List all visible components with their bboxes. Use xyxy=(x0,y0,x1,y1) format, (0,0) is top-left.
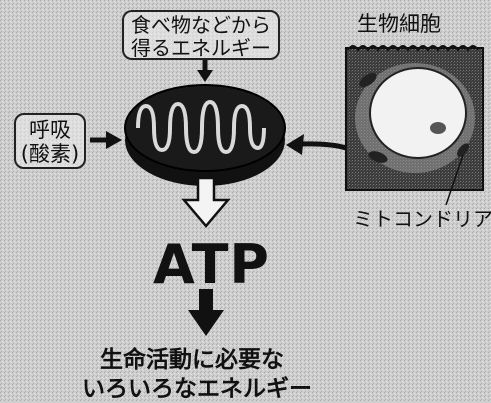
food-energy-line1: 食べ物などから xyxy=(131,13,271,37)
food-arrow xyxy=(197,60,213,82)
cell-illustration xyxy=(345,45,484,206)
mitochondrion-illustration xyxy=(124,84,286,186)
atp-label: ATP xyxy=(153,233,271,296)
breathing-line1: 呼吸 xyxy=(29,118,71,142)
mitochondria-label: ミトコンドリア xyxy=(353,207,491,231)
breathing-box: 呼吸 (酸素) xyxy=(14,113,86,169)
food-energy-line2: 得るエネルギー xyxy=(131,36,271,60)
solid-down-arrow xyxy=(188,289,224,336)
mitochondria-pointer xyxy=(445,154,464,206)
hollow-down-arrow xyxy=(181,176,231,228)
microvilli xyxy=(347,45,479,52)
breathing-arrow xyxy=(90,131,122,149)
nucleolus xyxy=(430,122,446,134)
mitochondrion-small-3 xyxy=(457,143,469,157)
food-energy-box: 食べ物などから 得るエネルギー xyxy=(122,10,280,60)
mitochondrion-small-2 xyxy=(368,151,388,163)
cell-to-mito-arrow xyxy=(286,134,347,155)
life-activity-label: 生命活動に必要な xyxy=(100,347,284,373)
mitochondrion-small-1 xyxy=(359,72,377,88)
breathing-line2: (酸素) xyxy=(20,142,80,167)
mitochondrion-top xyxy=(124,84,286,172)
various-energy-label: いろいろなエネルギー xyxy=(82,376,312,402)
cell-label: 生物細胞 xyxy=(357,12,441,36)
nucleus xyxy=(369,67,467,159)
cristae xyxy=(136,99,266,155)
